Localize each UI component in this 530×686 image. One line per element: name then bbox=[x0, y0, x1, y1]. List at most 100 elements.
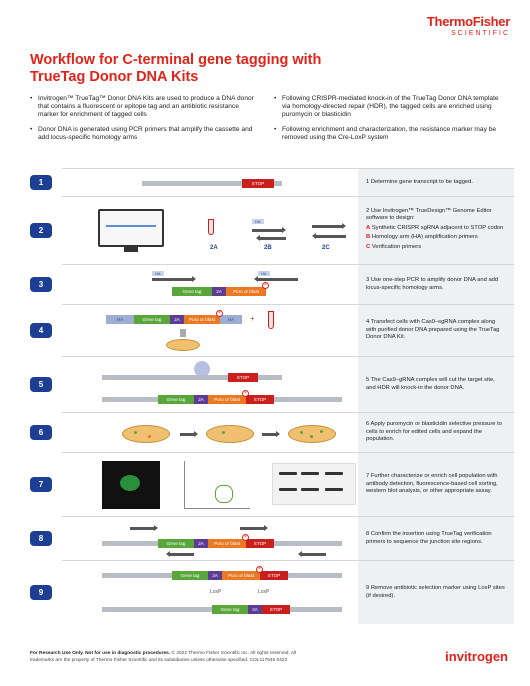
step-text: 9 Remove antibiotic selection marker usi… bbox=[366, 585, 505, 599]
thermo-fisher-logo: ThermoFisher SCIENTIFIC bbox=[427, 14, 510, 37]
down-arrow-icon bbox=[180, 329, 186, 337]
design-item-c: C Verification primers bbox=[366, 243, 422, 250]
verification-primer-arrow bbox=[298, 551, 326, 557]
stop-codon: STOP bbox=[246, 539, 274, 548]
bullet-item: Invitrogen™ TrueTag™ Donor DNA Kits are … bbox=[30, 95, 256, 120]
homology-arm-left: HA bbox=[106, 315, 134, 324]
gene-tag-segment: Gene tag bbox=[212, 605, 248, 614]
step-9: 9 Gene tag 2A Puro or blast STOP × LoxP … bbox=[20, 560, 514, 624]
puro-blast-segment: Puro or blast bbox=[184, 315, 220, 324]
bullet-item: Following enrichment and characterizatio… bbox=[274, 126, 500, 142]
step-text: 6 Apply puromycin or blasticidin selecti… bbox=[366, 421, 502, 443]
step-1: 1 STOP 1 Determine gene transcript to be… bbox=[20, 168, 514, 196]
step-4: 4 HA Gene tag 2A Puro or blast HA × + 4 … bbox=[20, 304, 514, 356]
western-blot-image bbox=[272, 463, 356, 505]
step-number-badge: 9 bbox=[30, 584, 52, 600]
page-title: Workflow for C-terminal gene tagging wit… bbox=[30, 52, 322, 85]
two-a-segment: 2A bbox=[208, 571, 222, 580]
intro-bullets: Invitrogen™ TrueTag™ Donor DNA Kits are … bbox=[30, 95, 500, 148]
stop-codon: STOP bbox=[228, 373, 258, 382]
step-text: 8 Confirm the insertion using TrueTag ve… bbox=[366, 531, 492, 545]
process-arrow-icon bbox=[262, 431, 280, 437]
footer-line-2: trademarks are the property of Thermo Fi… bbox=[30, 657, 288, 663]
cell-dot bbox=[320, 430, 323, 433]
step-text: 7 Further characterize or enrich cell po… bbox=[366, 473, 498, 495]
stop-codon: STOP bbox=[242, 179, 274, 188]
step-9-description: 9 Remove antibiotic selection marker usi… bbox=[358, 560, 514, 624]
step-8: 8 Gene tag 2A Puro or blast STOP × 8 Con… bbox=[20, 516, 514, 560]
computer-monitor-icon bbox=[98, 209, 164, 247]
gene-transcript-bar bbox=[142, 181, 282, 186]
puro-blast-segment: Puro or blast bbox=[208, 539, 246, 548]
petri-dish-icon bbox=[122, 425, 170, 443]
gene-tag-segment: Gene tag bbox=[134, 315, 170, 324]
loxp-site-icon: × bbox=[242, 390, 249, 397]
loxp-site-icon: × bbox=[216, 310, 223, 317]
design-item-a: A Synthetic CRISPR sgRNA adjacent to STO… bbox=[366, 224, 504, 231]
bullet-item: Donor DNA is generated using PCR primers… bbox=[30, 126, 256, 142]
cell-dot bbox=[310, 435, 313, 438]
figure-label-2b: 2B bbox=[264, 245, 272, 251]
footer-line-1: For Research Use Only. Not for use in di… bbox=[30, 651, 297, 656]
step-7: 7 7 Further characterize or enrich cell … bbox=[20, 452, 514, 516]
logo-line-1: ThermoFisher bbox=[426, 14, 510, 29]
two-a-segment: 2A bbox=[194, 395, 208, 404]
step-text: 1 Determine gene transcript to be tagged… bbox=[366, 178, 473, 185]
ha-label: HA bbox=[252, 219, 264, 224]
cas9-complex-icon bbox=[194, 361, 210, 377]
verification-primer-arrow bbox=[240, 525, 268, 531]
primer-arrow bbox=[256, 235, 286, 241]
step-1-description: 1 Determine gene transcript to be tagged… bbox=[358, 168, 514, 196]
step-2: 2 2A HA 2B 2C 2 Use Invitrogen™ TrueDesi… bbox=[20, 196, 514, 264]
petri-dish-icon bbox=[206, 425, 254, 443]
step-number-badge: 4 bbox=[30, 322, 52, 338]
loxp-label-left: LoxP bbox=[210, 589, 222, 595]
figure-label-2c: 2C bbox=[322, 245, 330, 251]
step-2-description: 2 Use Invitrogen™ TrueDesign™ Genome Edi… bbox=[358, 196, 514, 264]
step-number-badge: 1 bbox=[30, 174, 52, 190]
step-8-figure: Gene tag 2A Puro or blast STOP × bbox=[62, 516, 358, 560]
monitor-stand bbox=[124, 247, 138, 252]
step-number-badge: 7 bbox=[30, 476, 52, 492]
verification-primer-arrow bbox=[312, 223, 346, 229]
step-text: 5 The Cas9–gRNA complex will cut the tar… bbox=[366, 377, 495, 391]
step-6-figure bbox=[62, 412, 358, 452]
step-8-description: 8 Confirm the insertion using TrueTag ve… bbox=[358, 516, 514, 560]
puro-blast-segment: Puro or blast bbox=[222, 571, 260, 580]
design-item-b: B Homology arm (HA) amplification primer… bbox=[366, 234, 478, 241]
homology-arm-right: HA bbox=[220, 315, 242, 324]
puro-blast-segment: Puro or blast bbox=[208, 395, 246, 404]
verification-primer-arrow bbox=[312, 233, 346, 239]
step-number-badge: 3 bbox=[30, 276, 52, 292]
cell-dot bbox=[148, 435, 151, 438]
step-7-figure bbox=[62, 452, 358, 516]
step-2-figure: 2A HA 2B 2C bbox=[62, 196, 358, 264]
loxp-label-right: LoxP bbox=[258, 589, 270, 595]
puro-blast-segment: Puro or blast bbox=[226, 287, 266, 296]
loxp-site-icon: × bbox=[256, 566, 263, 573]
bullet-list-left: Invitrogen™ TrueTag™ Donor DNA Kits are … bbox=[30, 95, 256, 148]
step-7-description: 7 Further characterize or enrich cell po… bbox=[358, 452, 514, 516]
plus-sign: + bbox=[250, 314, 255, 323]
invitrogen-logo: invitrogen bbox=[445, 649, 508, 664]
step-3-figure: HA HA Gene tag 2A Puro or blast × bbox=[62, 264, 358, 304]
cell-dot bbox=[134, 431, 137, 434]
step-4-figure: HA Gene tag 2A Puro or blast HA × + bbox=[62, 304, 358, 356]
step-number-badge: 5 bbox=[30, 376, 52, 392]
step-5-figure: STOP Gene tag 2A Puro or blast STOP × bbox=[62, 356, 358, 412]
verification-primer-arrow bbox=[166, 551, 194, 557]
bullet-item: Following CRISPR-mediated knock-in of th… bbox=[274, 95, 500, 120]
logo-line-2: SCIENTIFIC bbox=[451, 30, 510, 37]
stop-codon: STOP bbox=[260, 571, 288, 580]
step-6-description: 6 Apply puromycin or blasticidin selecti… bbox=[358, 412, 514, 452]
step-text: 4 Transfect cells with Cas9–sgRNA comple… bbox=[366, 319, 500, 341]
step-5-description: 5 The Cas9–gRNA complex will cut the tar… bbox=[358, 356, 514, 412]
verification-primer-arrow bbox=[130, 525, 158, 531]
cell-dot bbox=[222, 431, 225, 434]
fluorescence-image bbox=[102, 461, 160, 509]
step-3: 3 HA HA Gene tag 2A Puro or blast × 3 Us… bbox=[20, 264, 514, 304]
cas9-tube-icon bbox=[268, 311, 274, 329]
cell-dot bbox=[300, 431, 303, 434]
figure-label-2a: 2A bbox=[210, 245, 218, 251]
step-number-badge: 6 bbox=[30, 424, 52, 440]
